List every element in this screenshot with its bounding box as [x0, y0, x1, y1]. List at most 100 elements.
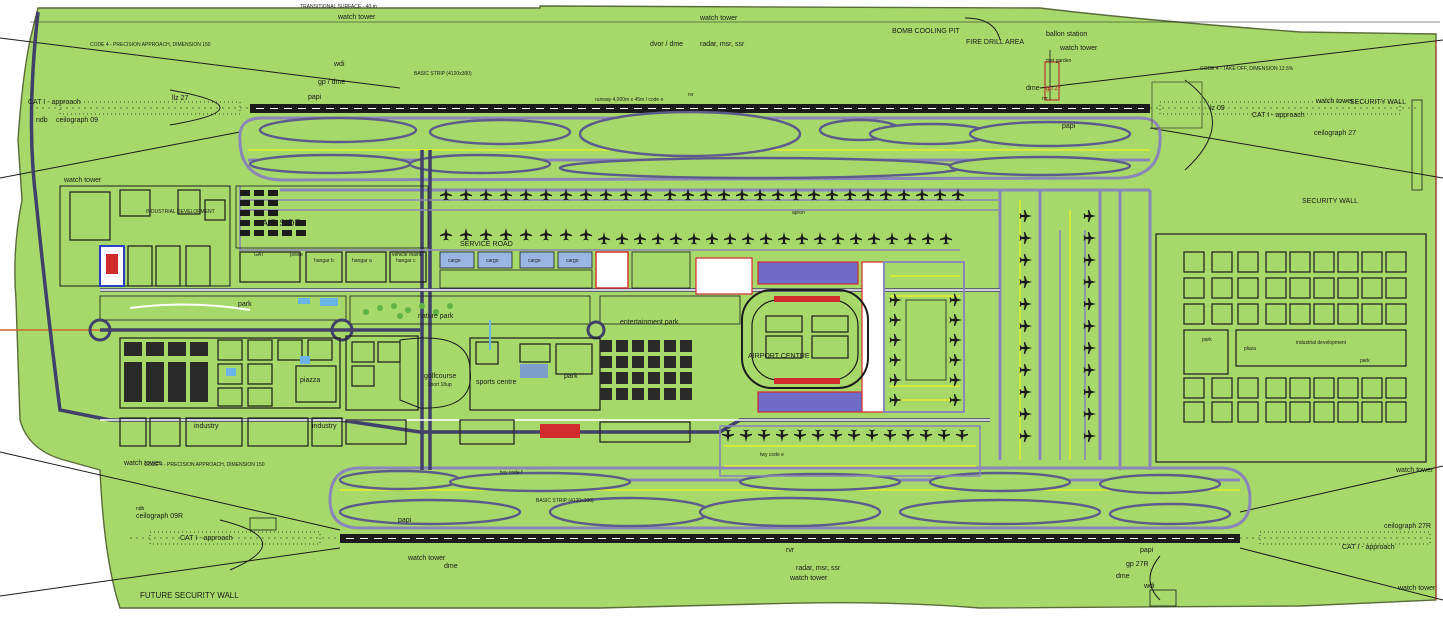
watch-tower-se2-label: watch tower [1397, 585, 1436, 592]
industrial-dev-label: industrial development [1296, 340, 1347, 346]
cargo-1 [439, 251, 475, 269]
aircraft-icon [1083, 320, 1096, 332]
aircraft-icon [640, 188, 652, 201]
vehicle-label: vehicle maint. [392, 252, 423, 258]
cat1-w-label: CAT I - approach [28, 99, 81, 106]
papi-ne-label: papi [1062, 123, 1076, 130]
aircraft-icon [722, 429, 734, 442]
aircraft-icon [889, 314, 902, 326]
aircraft-icon [889, 354, 902, 366]
aircraft-icon [520, 228, 532, 241]
aircraft-icon [1083, 210, 1096, 222]
gat-label: GAT [254, 252, 264, 258]
watch-tower-se-label: watch tower [1395, 467, 1434, 474]
aircraft-icon [1019, 232, 1032, 244]
aircraft-icon [1083, 298, 1096, 310]
wdi-label: wdi [333, 61, 345, 68]
aircraft-icon [500, 228, 512, 241]
aircraft-stands [440, 188, 1096, 442]
aircraft-icon [880, 188, 892, 201]
met-garden-label: met garden [1046, 58, 1072, 64]
aircraft-icon [634, 232, 646, 245]
air-side-label: AIR SIDE [262, 218, 301, 228]
aircraft-icon [1083, 276, 1096, 288]
ceilograph27-label: ceilograph 27 [1314, 130, 1356, 137]
code-s-label: CODE 4 - PRECISION APPROACH, DIMENSION 1… [144, 462, 265, 468]
aircraft-icon [740, 429, 752, 442]
golf-sub-label: sport 18up [428, 382, 452, 388]
aircraft-icon [832, 232, 844, 245]
watch-tower-s2-label: watch tower [789, 575, 828, 582]
watch-tower-nw-label: watch tower [337, 14, 376, 21]
aircraft-icon [664, 188, 676, 201]
terminal-south [757, 391, 869, 413]
aircraft-icon [540, 188, 552, 201]
hangar3-label: hangar c [396, 258, 416, 264]
aircraft-icon [796, 232, 808, 245]
aircraft-icon [1019, 254, 1032, 266]
code-takeoff-label: CODE 4 - TAKE OFF, DIMENSION 12.5% [1200, 66, 1294, 72]
papi-s-label: papi [398, 517, 412, 524]
transitional-surface-label: TRANSITIONAL SURFACE - 40 m [300, 4, 377, 10]
police-label: police [290, 252, 303, 258]
aircraft-icon [949, 354, 962, 366]
aircraft-icon [616, 232, 628, 245]
gp27-label: gp 27 [1046, 86, 1062, 92]
golfcourse-label: golfcourse [424, 373, 456, 380]
radar-s-label: radar, msr, ssr [796, 565, 841, 572]
aircraft-icon [916, 188, 928, 201]
aircraft-icon [460, 228, 472, 241]
aircraft-icon [1083, 386, 1096, 398]
aircraft-icon [952, 188, 964, 201]
aircraft-icon [580, 228, 592, 241]
aircraft-icon [758, 429, 770, 442]
aircraft-icon [902, 429, 914, 442]
aircraft-icon [754, 188, 766, 201]
aircraft-icon [949, 314, 962, 326]
aircraft-icon [772, 188, 784, 201]
aircraft-icon [884, 429, 896, 442]
cargo-3 [519, 251, 555, 269]
rvr-ne-label: rvr [1042, 96, 1048, 102]
aircraft-icon [830, 429, 842, 442]
cat1-sw-label: CAT I - approach [180, 535, 233, 542]
aircraft-icon [1019, 342, 1032, 354]
bomb-pit-label: BOMB COOLING PIT [892, 28, 960, 35]
aircraft-icon [1019, 210, 1032, 222]
aircraft-icon [776, 429, 788, 442]
aircraft-icon [600, 188, 612, 201]
aircraft-icon [1083, 254, 1096, 266]
security-wall-ne-label: SECURITY WALL [1350, 99, 1406, 106]
airport-centre-label: AIRPORT CENTRE [748, 353, 810, 360]
aircraft-icon [742, 232, 754, 245]
cargo-2 [477, 251, 513, 269]
aircraft-icon [480, 188, 492, 201]
papi-n-label: papi [308, 94, 322, 101]
ceilograph27r-label: ceilograph 27R [1384, 523, 1431, 530]
park-c-label: park [564, 373, 578, 380]
runway-n-label: runway 4,000m x 45m / code e [595, 97, 664, 103]
aircraft-icon [790, 188, 802, 201]
runway-south [340, 534, 1240, 543]
aircraft-icon [1083, 430, 1096, 442]
aircraft-icon [540, 228, 552, 241]
aircraft-icon [794, 429, 806, 442]
aircraft-icon [652, 232, 664, 245]
twy-e-label: twy code e [760, 452, 784, 458]
aircraft-icon [889, 374, 902, 386]
llz-label: llz 27 [172, 95, 188, 102]
ndb-s-label: ndb [136, 506, 145, 512]
aircraft-icon [949, 374, 962, 386]
aircraft-icon [520, 188, 532, 201]
aircraft-icon [922, 232, 934, 245]
aircraft-icon [949, 294, 962, 306]
aircraft-icon [920, 429, 932, 442]
entertainment-label: entertainment park [620, 319, 679, 326]
watch-tower-w-label: watch tower [63, 177, 102, 184]
aircraft-icon [778, 232, 790, 245]
aircraft-icon [670, 232, 682, 245]
park-w-label: park [238, 301, 252, 308]
aircraft-icon [956, 429, 968, 442]
aircraft-icon [718, 188, 730, 201]
